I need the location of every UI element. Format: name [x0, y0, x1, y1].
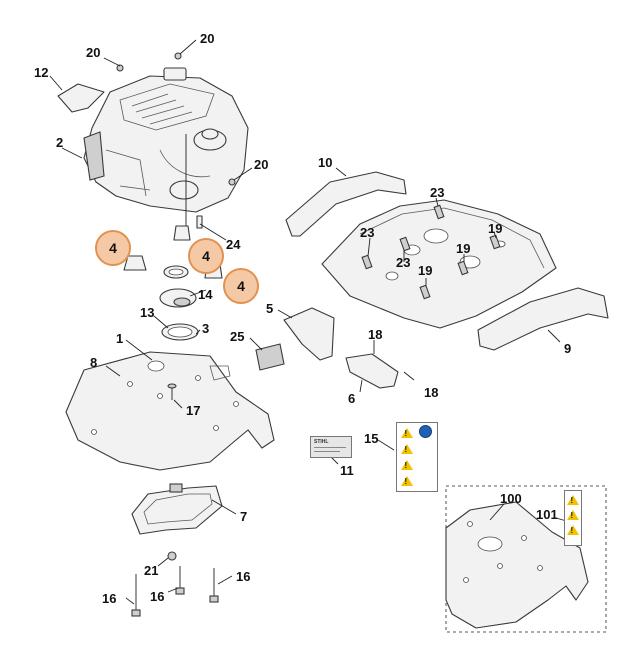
callout-19-top: 19 — [488, 221, 503, 236]
highlight-4-left[interactable]: 4 — [95, 230, 131, 266]
callout-21: 21 — [144, 563, 159, 578]
callout-19-mid: 19 — [456, 241, 471, 256]
callout-101: 101 — [536, 507, 558, 522]
callout-19-low: 19 — [418, 263, 433, 278]
callout-100: 100 — [500, 491, 522, 506]
gasket-part — [131, 483, 223, 535]
engine-top-bolts — [116, 52, 236, 186]
callout-20-right: 20 — [254, 157, 269, 172]
warning-decal-part — [396, 422, 438, 492]
highlight-4-right[interactable]: 4 — [223, 268, 259, 304]
callout-5: 5 — [266, 301, 274, 316]
callout-3: 3 — [202, 321, 210, 336]
callout-14: 14 — [198, 287, 213, 302]
callout-18-top: 18 — [368, 327, 383, 342]
label-line — [314, 447, 346, 448]
side-cover-left-part — [285, 171, 407, 237]
handle-insert-part — [283, 307, 335, 361]
callout-6: 6 — [348, 391, 356, 406]
stihl-brand-text: STIHL — [314, 439, 329, 445]
highlight-4-center[interactable]: 4 — [188, 238, 224, 274]
callout-16-right: 16 — [236, 569, 251, 584]
callout-15: 15 — [364, 431, 379, 446]
callout-13: 13 — [140, 305, 155, 320]
inset-cover-part — [445, 501, 589, 629]
callout-9: 9 — [564, 341, 572, 356]
callout-2: 2 — [56, 135, 64, 150]
deck-cover-part — [65, 351, 275, 471]
callout-23-top: 23 — [430, 185, 445, 200]
callout-23-left: 23 — [360, 225, 375, 240]
handle-grip-part — [345, 353, 399, 389]
pin-part — [196, 215, 203, 229]
info-icon — [419, 425, 432, 438]
callout-10: 10 — [318, 155, 333, 170]
screw-18-parts — [373, 340, 415, 381]
callout-7: 7 — [240, 509, 248, 524]
label-pad-part — [255, 343, 285, 371]
inset-warning-decal-part — [564, 490, 582, 546]
callout-1: 1 — [116, 331, 124, 346]
screw-parts — [131, 551, 219, 617]
warning-icon — [400, 443, 413, 454]
callout-24: 24 — [226, 237, 241, 252]
callout-25: 25 — [230, 329, 245, 344]
warning-icon — [566, 509, 579, 520]
label-line — [314, 451, 340, 452]
callout-16-left: 16 — [102, 591, 117, 606]
bolt-17-part — [167, 383, 177, 400]
air-filter-part — [57, 83, 105, 113]
inset-frame — [445, 485, 607, 633]
callout-11: 11 — [340, 463, 354, 478]
callout-17: 17 — [186, 403, 201, 418]
warning-icon — [566, 494, 579, 505]
warning-icon — [566, 524, 579, 535]
side-cover-right-part — [477, 287, 609, 351]
warning-icon — [400, 475, 413, 486]
callout-18-right: 18 — [424, 385, 439, 400]
hood-pins — [361, 204, 501, 300]
warning-icon — [400, 459, 413, 470]
callout-23-mid: 23 — [396, 255, 411, 270]
callout-20-left: 20 — [86, 45, 101, 60]
engine-part — [83, 67, 249, 213]
callout-8: 8 — [90, 355, 98, 370]
ring-parts — [159, 265, 199, 341]
callout-16-mid: 16 — [150, 589, 165, 604]
stihl-label-part: STIHL — [310, 436, 352, 458]
warning-icon — [400, 427, 413, 438]
callout-12: 12 — [34, 65, 49, 80]
callout-20-top: 20 — [200, 31, 215, 46]
